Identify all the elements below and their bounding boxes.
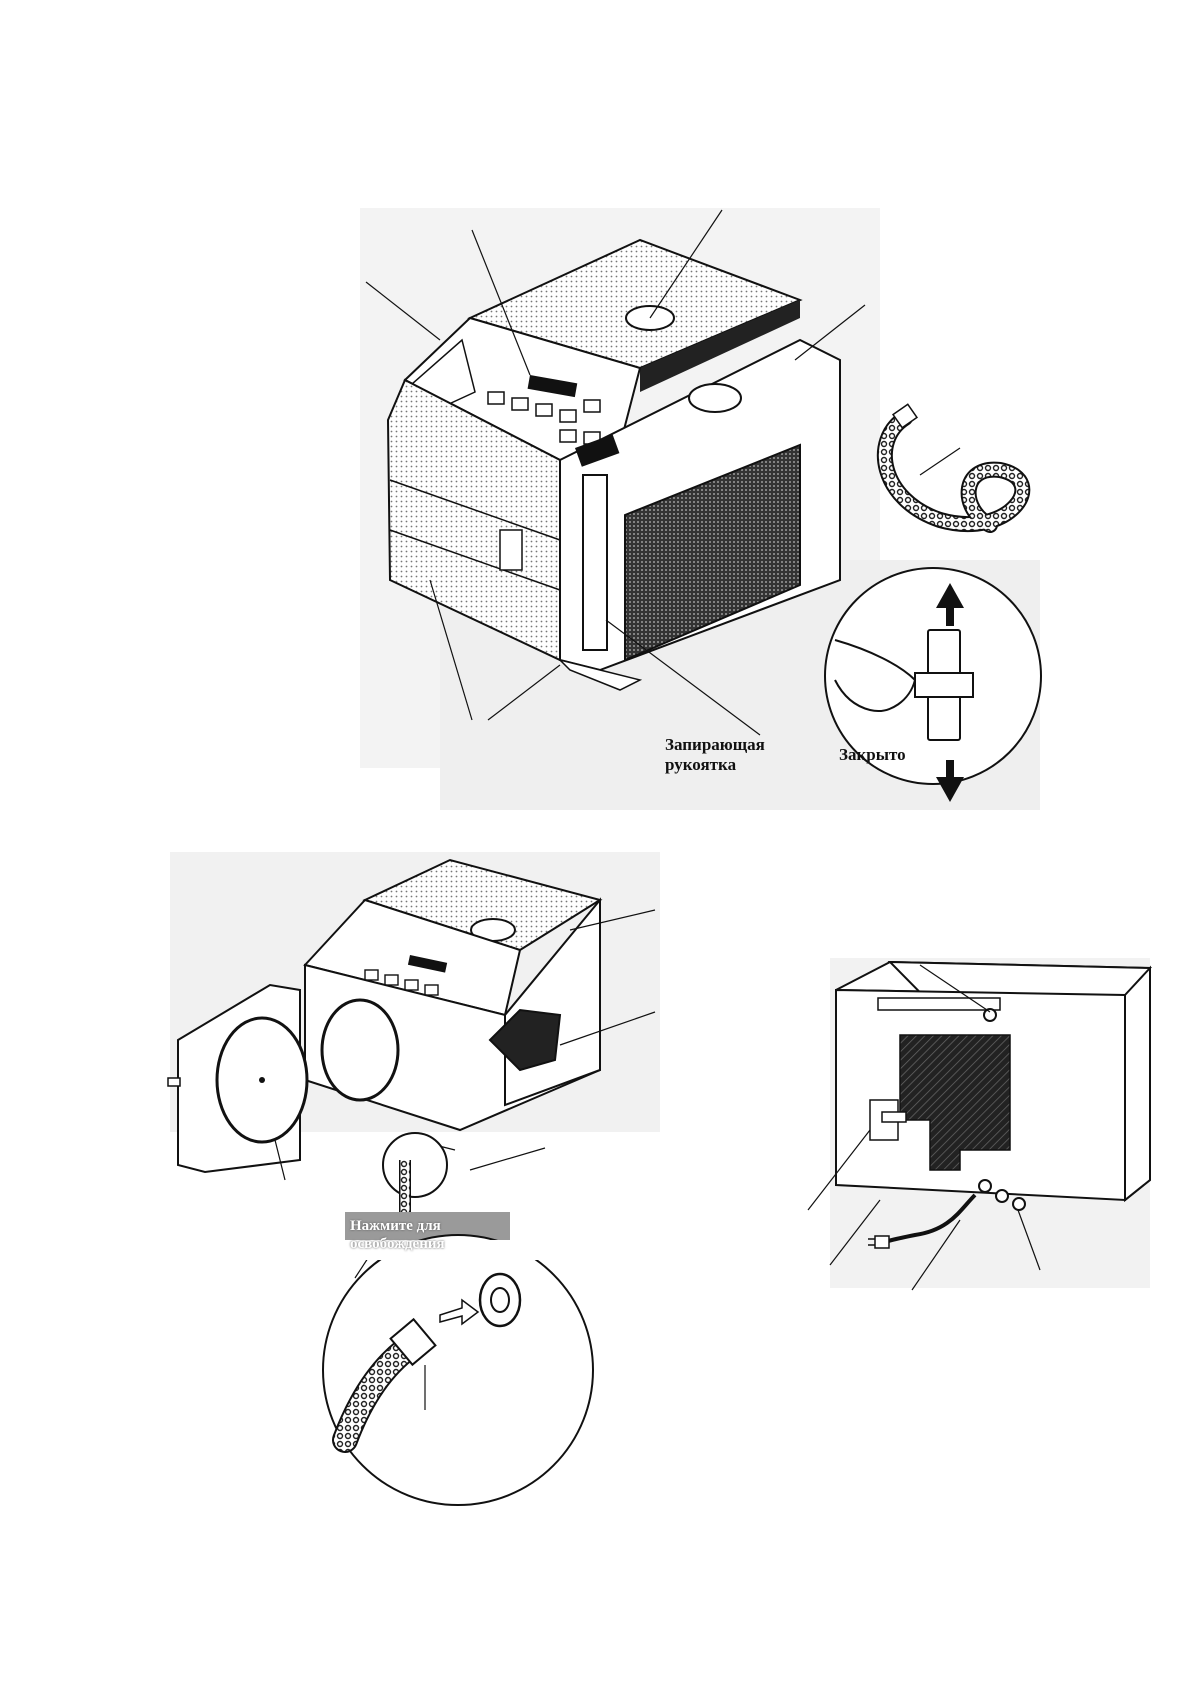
bottom-right-figure: [807, 958, 1152, 1291]
drain-hose: [878, 412, 1029, 531]
bottom-left-figure: [167, 852, 660, 1506]
rear-port-1: [978, 1179, 992, 1193]
lid-rim: [640, 300, 800, 392]
leader-lines: [365, 209, 961, 736]
top-figure: [360, 208, 1042, 810]
side-latch: [499, 529, 523, 571]
inset-handle-lever: [914, 672, 974, 698]
power-cord: [884, 1193, 977, 1244]
door-logo: [575, 434, 620, 467]
cutaway-filter: [488, 1008, 562, 1072]
arrow-right-icon: [439, 1298, 480, 1326]
chamber-opening: [320, 998, 400, 1102]
display: [527, 375, 578, 398]
hose-coupling: [389, 1317, 437, 1367]
plug: [874, 1235, 890, 1249]
inset-hand: [834, 639, 917, 712]
hose-fitting: [891, 403, 919, 429]
inset-quick-connect-circle: [322, 1234, 594, 1506]
rear-port-2: [995, 1189, 1009, 1203]
display: [407, 955, 448, 973]
arrow-up-icon: [936, 583, 964, 608]
door-window: [624, 443, 801, 662]
rear-port-3: [1012, 1197, 1026, 1211]
rear-valve: [983, 1008, 997, 1022]
locking-handle-label: Запирающая рукоятка: [665, 735, 765, 774]
arrow-down-icon: [936, 777, 964, 802]
inset-connector-circle: [382, 1132, 448, 1198]
reservoir-cap: [688, 383, 742, 413]
rear-vent: [899, 1034, 1011, 1171]
locking-handle: [582, 474, 608, 651]
press-to-release-label: Нажмите для освобождения: [350, 1218, 445, 1252]
panel-buttons: [487, 391, 601, 445]
base: [557, 658, 643, 691]
closed-label: Закрыто: [839, 745, 906, 764]
leader-lines: [807, 964, 1041, 1291]
